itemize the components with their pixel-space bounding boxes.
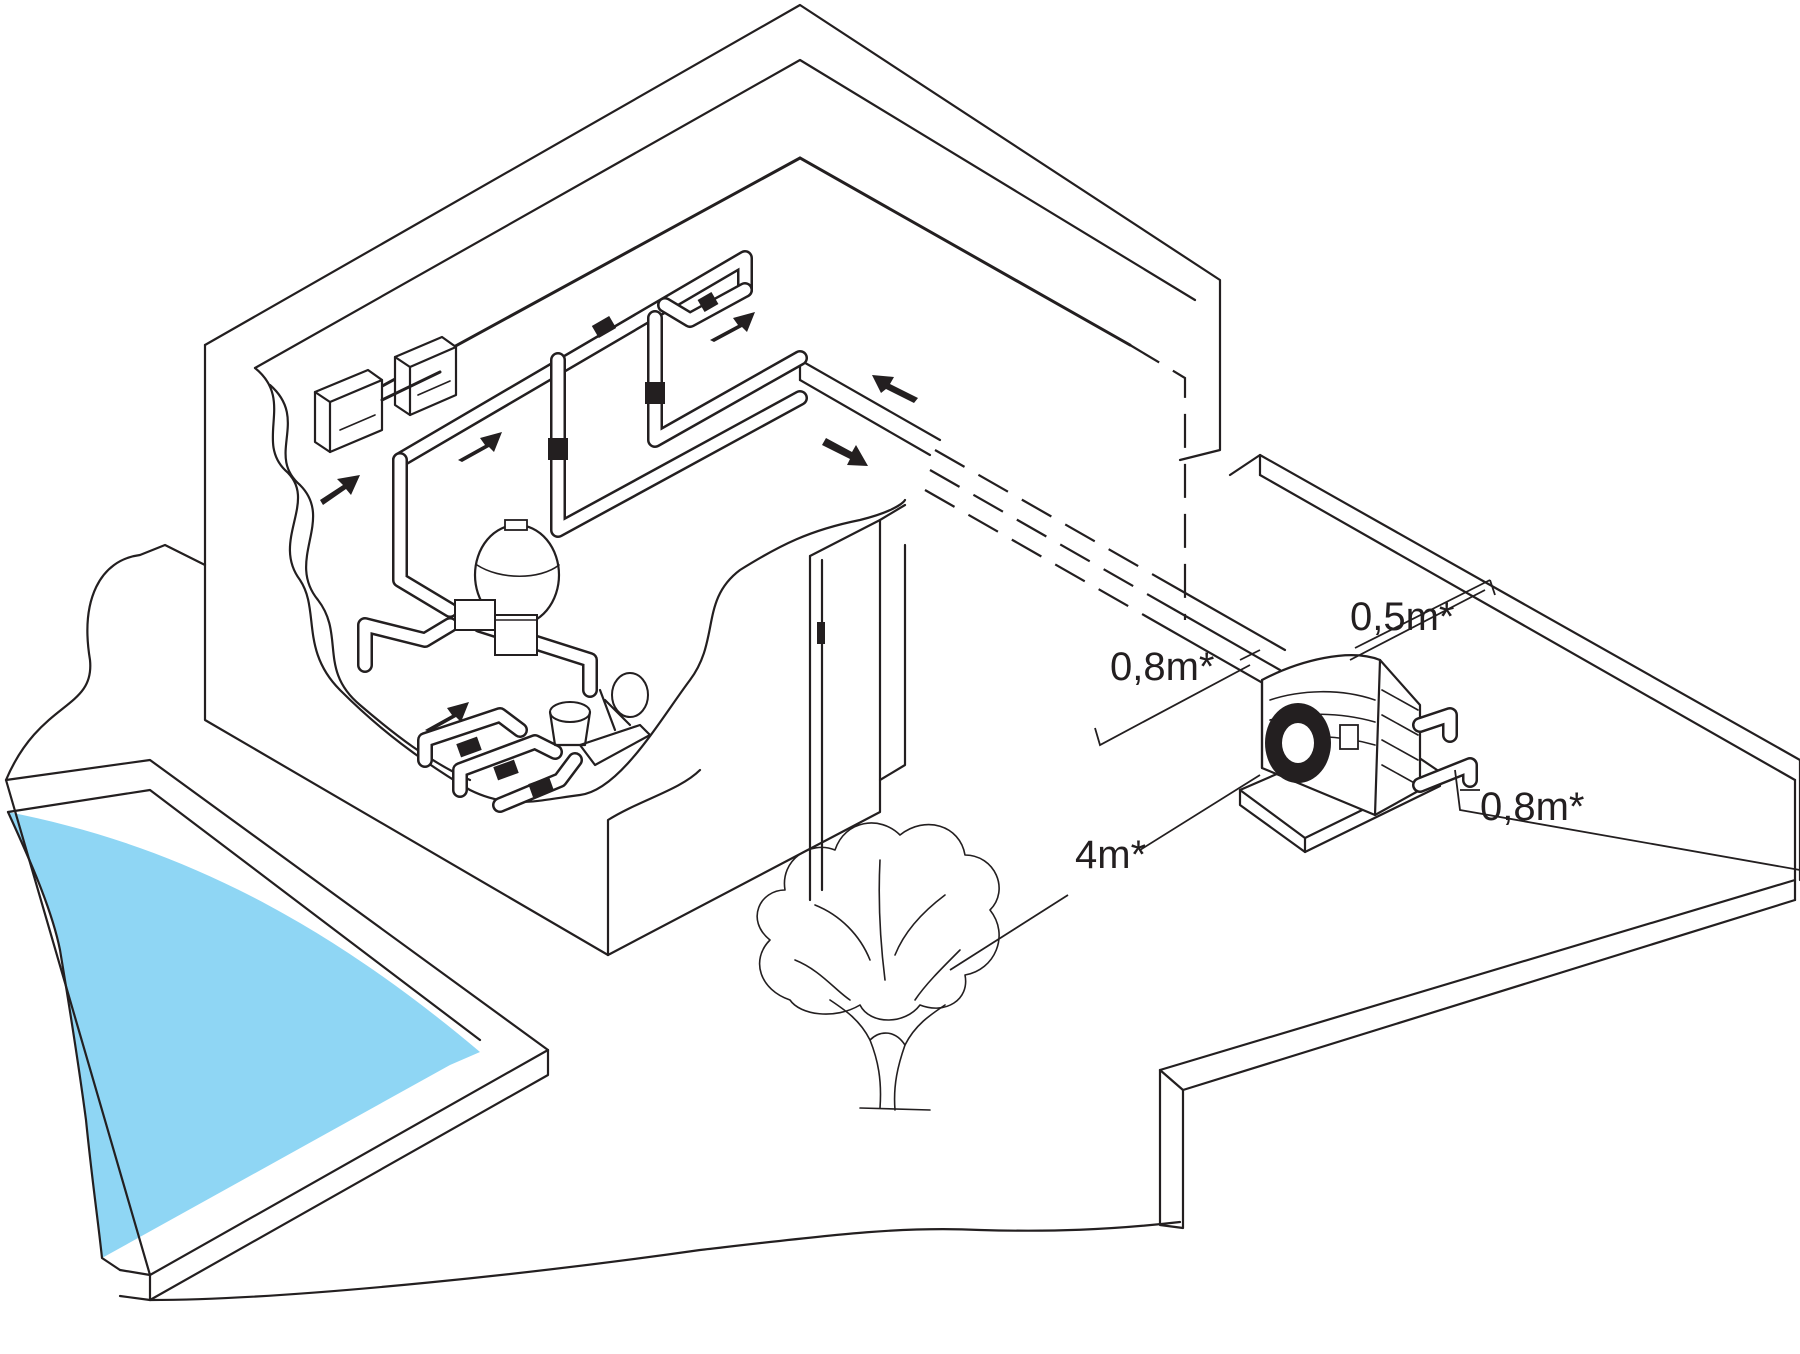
arrow-icon [458,432,502,462]
dimension-lines [949,579,1800,971]
valve [645,382,665,404]
arrow-icon [822,438,868,466]
arrow-icon [320,475,360,505]
yard-walls [1158,453,1800,1230]
dimension-labels: 0,5m* 0,8m* 0,8m* 4m* [1075,595,1585,877]
pool [4,758,550,1302]
multiport-valve [454,599,496,631]
electrical-box-left [313,368,384,454]
sand-filter [454,519,561,656]
valve [548,438,568,460]
rear-clearance-label: 0,8m* [1480,785,1585,829]
pump-house [203,3,1222,957]
door-handle [817,622,825,644]
wall-clearance-label: 0,8m* [1110,645,1215,689]
electrical-boxes [313,335,458,454]
side-clearance-label: 0,5m* [1350,595,1455,639]
buried-pipes [924,449,1287,692]
flow-arrows [320,312,918,732]
control-panel-icon [1339,724,1359,750]
arrow-icon [710,312,755,342]
front-clearance-label: 4m* [1075,833,1146,877]
valve [591,315,617,339]
valve [456,736,482,758]
pool-water [8,812,480,1258]
valve [493,759,519,781]
arrow-icon [872,375,918,403]
heat-pump [1238,654,1478,854]
circulation-pump [548,672,652,767]
valve [528,776,554,798]
tree-icon [756,822,1000,1111]
valve [697,291,719,313]
ground-outline [4,543,1182,1302]
electrical-box-right [393,335,458,417]
pipework [357,250,808,813]
arrow-icon [425,702,469,732]
